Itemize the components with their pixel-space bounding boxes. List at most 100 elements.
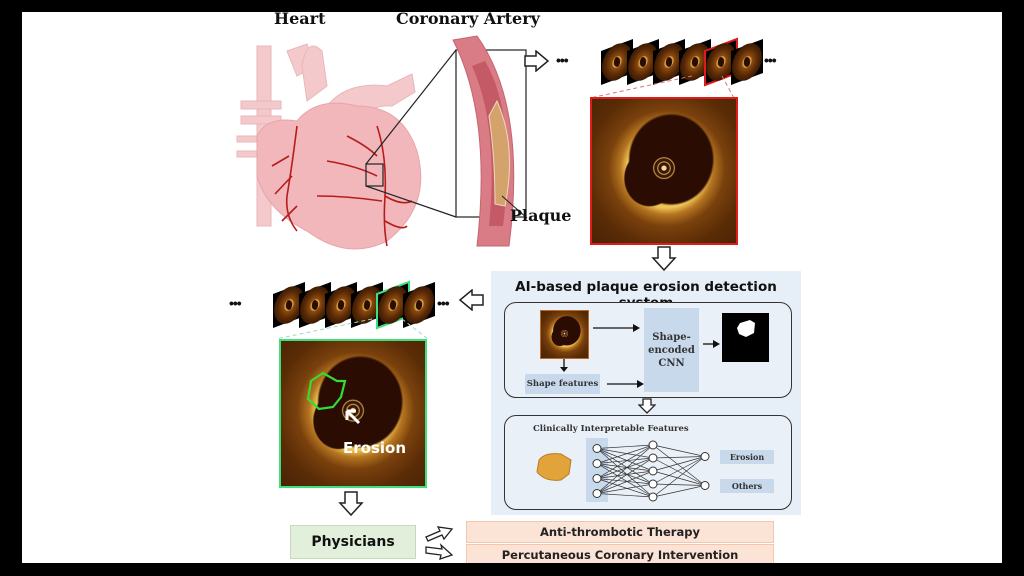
nn-connection	[596, 448, 654, 472]
neural-network	[592, 440, 710, 502]
arrows-to-therapies-icon	[425, 526, 454, 560]
coronary-vessel	[316, 135, 383, 202]
nn-node	[648, 453, 658, 463]
ellipsis-left-top: •••	[556, 52, 569, 68]
oct-frame	[273, 282, 305, 328]
nn-connection	[652, 470, 706, 486]
cnn-box: Shape- encoded CNN	[644, 308, 699, 392]
nn-connection	[596, 470, 654, 479]
nn-connection	[652, 456, 706, 459]
nn-connection	[596, 444, 654, 464]
zoom-line-top	[365, 49, 457, 165]
nn-connection	[596, 448, 654, 485]
nn-connection	[596, 493, 654, 498]
arrow-to-shape-features	[560, 359, 568, 372]
nn-connection	[596, 463, 654, 498]
nn-connection	[596, 463, 654, 472]
erosion-overlay	[306, 371, 361, 425]
nn-connection	[652, 456, 706, 472]
ellipsis-left-bottom: •••	[229, 295, 242, 311]
nn-node	[648, 466, 658, 476]
nn-connection	[652, 483, 706, 486]
nn-connection	[596, 457, 654, 479]
slide: Heart Coronary Artery	[22, 12, 1002, 563]
frame-zoom-lines-green	[275, 318, 429, 340]
nn-connection	[596, 478, 654, 485]
output-others: Others	[720, 479, 774, 493]
input-layer-bg	[586, 438, 608, 502]
nn-connection	[652, 485, 706, 498]
erosion-pointer-arrow	[345, 409, 361, 425]
coronary-vessel	[271, 155, 298, 222]
nn-connection	[596, 444, 654, 494]
nn-connection	[596, 483, 654, 494]
oct-frame	[731, 39, 763, 85]
segmentation-mask	[722, 313, 769, 362]
frame-stack-svg	[273, 280, 435, 330]
frame-stack-svg	[601, 37, 763, 87]
interpretable-features-title: Clinically Interpretable Features	[533, 424, 689, 434]
nn-connection	[652, 444, 706, 486]
zoom-region-box	[365, 163, 384, 187]
nn-node	[648, 440, 658, 450]
arrow-to-cnn	[593, 324, 640, 332]
arrow-down-icon	[651, 246, 677, 272]
interpretable-stage-box: Clinically Interpretable Features Erosio…	[504, 415, 792, 510]
nn-connection	[596, 470, 654, 494]
plaque-label: Plaque	[510, 206, 572, 225]
oct-frame-stack-top	[587, 37, 787, 87]
oct-frame-highlighted	[376, 280, 410, 330]
nn-connection	[596, 444, 654, 479]
erosion-label: Erosion	[343, 439, 407, 457]
ai-system-panel: AI-based plaque erosion detection system…	[491, 271, 801, 515]
cnn-label-line: encoded	[648, 345, 695, 356]
nn-node	[592, 489, 602, 498]
nn-connection	[596, 457, 654, 464]
ellipsis-right-bottom: •••	[437, 295, 450, 311]
arrow-down-to-physicians-icon	[338, 491, 364, 517]
plaque-deposit	[488, 99, 510, 207]
frame-zoom-lines	[589, 75, 735, 99]
nn-node	[700, 481, 710, 490]
aorta-top	[301, 45, 328, 102]
nn-connection	[652, 456, 706, 485]
nn-connection	[596, 463, 654, 485]
heart-body	[256, 102, 422, 250]
output-erosion: Erosion	[720, 450, 774, 464]
arrow-down-small-icon	[638, 398, 656, 414]
nn-connection	[596, 448, 654, 459]
oct-frame	[299, 282, 331, 328]
oct-frame	[627, 39, 659, 85]
nn-node	[592, 444, 602, 453]
vessel-left-1	[240, 100, 282, 110]
oct-frame-highlighted	[704, 37, 738, 87]
shape-features-box: Shape features	[525, 374, 600, 394]
nn-connection	[652, 444, 706, 457]
coronary-vessel	[285, 125, 298, 232]
therapy-pci: Percutaneous Coronary Intervention	[466, 544, 774, 563]
nn-connection	[596, 444, 654, 449]
oct-frame	[601, 39, 633, 85]
nn-connection	[596, 448, 654, 498]
oct-frame	[679, 39, 711, 85]
nn-node	[648, 492, 658, 502]
input-oct-thumbnail	[540, 310, 589, 359]
arrow-right-icon	[524, 50, 550, 72]
plaque-pointer	[501, 195, 528, 219]
heart-illustration	[236, 35, 528, 250]
nn-node	[700, 452, 710, 461]
cnn-label-line: Shape-	[652, 332, 691, 343]
nn-node	[592, 474, 602, 483]
nn-node	[592, 459, 602, 468]
nn-connection	[652, 457, 706, 486]
nn-connection	[596, 478, 654, 498]
plaque-region-crop	[536, 453, 572, 481]
therapy-anti-thrombotic: Anti-thrombotic Therapy	[466, 521, 774, 543]
nn-node	[648, 479, 658, 489]
physicians-box: Physicians	[290, 525, 416, 559]
artery-label: Coronary Artery	[396, 12, 540, 28]
arrow-to-mask	[703, 340, 720, 348]
erosion-contour	[306, 371, 347, 411]
arrow-left-icon	[458, 289, 484, 311]
oct-frame-stack-bottom	[259, 280, 459, 330]
